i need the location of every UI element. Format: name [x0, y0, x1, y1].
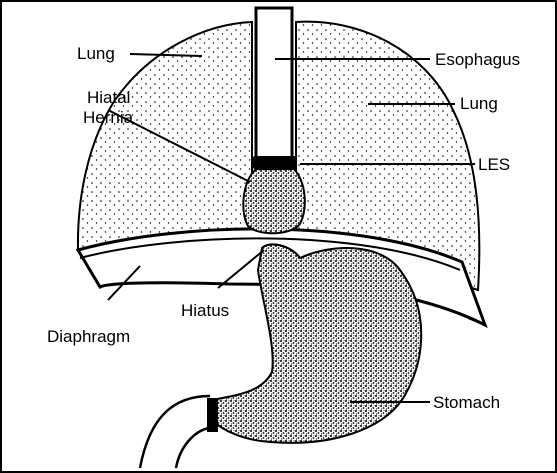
label-les: LES	[478, 155, 510, 174]
duodenum-inner	[176, 428, 210, 468]
pylorus	[207, 398, 218, 432]
label-lung-right: Lung	[460, 94, 498, 113]
hiatal-hernia-bulge	[243, 169, 304, 233]
label-diaphragm: Diaphragm	[47, 327, 130, 346]
label-hiatus: Hiatus	[181, 301, 229, 320]
label-lung-left: Lung	[77, 44, 115, 63]
les-band	[253, 156, 297, 169]
esophagus-tube	[256, 8, 292, 160]
label-hiatal: Hiatal	[87, 88, 130, 107]
label-stomach: Stomach	[433, 393, 500, 412]
label-esophagus: Esophagus	[435, 50, 520, 69]
label-hernia: Hernia	[83, 108, 134, 127]
